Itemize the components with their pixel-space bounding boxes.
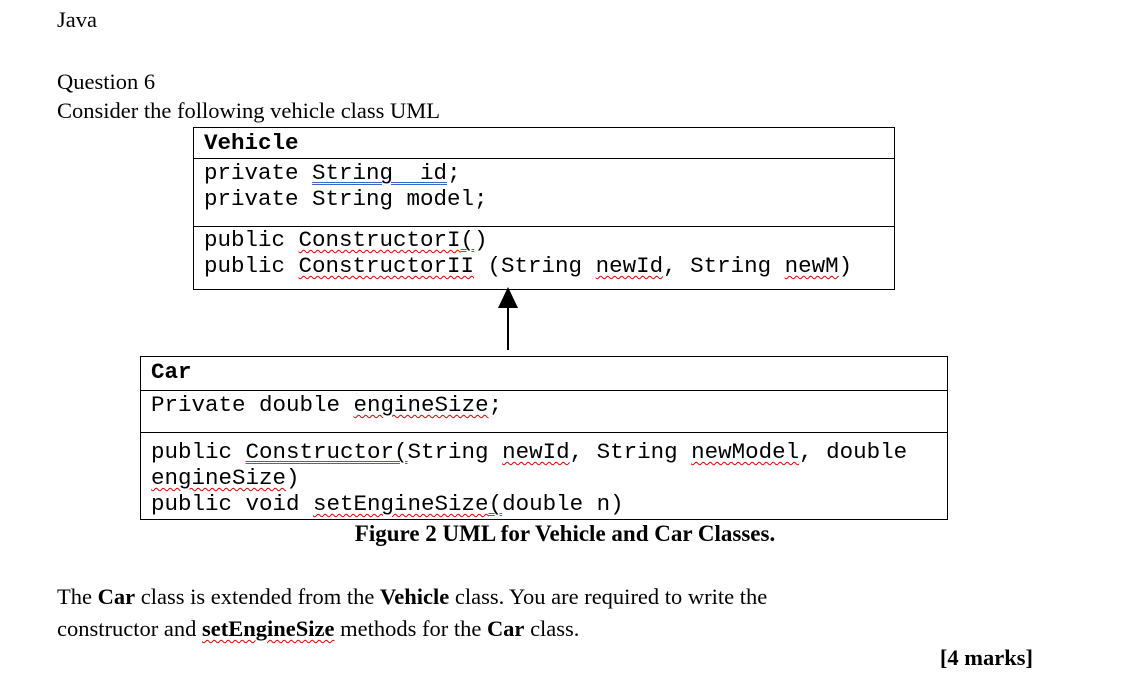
car-method-line-3: public void setEngineSize(double n) — [151, 491, 624, 517]
spellcheck-underline: ConstructorII — [298, 253, 475, 279]
grammar-underline: String id — [312, 160, 448, 186]
language-label: Java — [57, 7, 97, 32]
vehicle-method-line-2: public ConstructorII (String newId, Stri… — [204, 253, 853, 279]
spellcheck-underline: newM — [784, 253, 839, 279]
car-class-box: Car Private double engineSize; public Co… — [140, 356, 948, 520]
spellcheck-underline: newId — [502, 439, 570, 465]
car-field-line-1: Private double engineSize; — [151, 392, 503, 418]
vehicle-methods-section: public ConstructorI() public Constructor… — [194, 226, 894, 289]
spellcheck-underline: newModel — [691, 439, 800, 465]
vehicle-fields-section: private String id; private String model; — [194, 158, 894, 226]
grammar-underline: Constructor( — [245, 439, 408, 465]
vehicle-method-line-1: public ConstructorI() — [204, 227, 488, 253]
intro-text: Consider the following vehicle class UML — [57, 98, 441, 123]
figure-caption: Figure 2 UML for Vehicle and Car Classes… — [354, 521, 776, 546]
spellcheck-underline: engineSize — [151, 465, 287, 491]
spellcheck-underline: setEngineSize — [201, 616, 335, 641]
vehicle-class-box: Vehicle private String id; private Strin… — [193, 127, 895, 290]
marks-label: [4 marks] — [939, 645, 1033, 670]
vehicle-class-title: Vehicle — [204, 130, 299, 156]
car-methods-section: public Constructor(String newId, String … — [141, 432, 947, 519]
grammar-underline: ( — [460, 227, 475, 253]
question-label: Question 6 — [57, 69, 156, 94]
spellcheck-underline: engineSize — [353, 392, 489, 418]
car-method-line-2: engineSize) — [151, 465, 300, 491]
paragraph-line-2: constructor and setEngineSize methods fo… — [57, 616, 580, 641]
car-method-line-1: public Constructor(String newId, String … — [151, 439, 908, 465]
grammar-underline: ( — [488, 491, 503, 517]
arrow-up-icon — [498, 287, 518, 308]
vehicle-field-line-2: private String model; — [204, 186, 488, 212]
arrow-shaft — [507, 305, 509, 350]
car-fields-section: Private double engineSize; — [141, 390, 947, 432]
spellcheck-underline: ConstructorI — [298, 227, 461, 253]
question-paragraph: The Car class is extended from the Vehic… — [57, 581, 767, 645]
vehicle-field-line-1: private String id; — [204, 160, 461, 186]
car-class-title: Car — [151, 359, 192, 385]
paragraph-line-1: The Car class is extended from the Vehic… — [57, 584, 768, 609]
spellcheck-underline: newId — [595, 253, 664, 279]
spellcheck-underline: setEngineSize — [313, 491, 489, 517]
